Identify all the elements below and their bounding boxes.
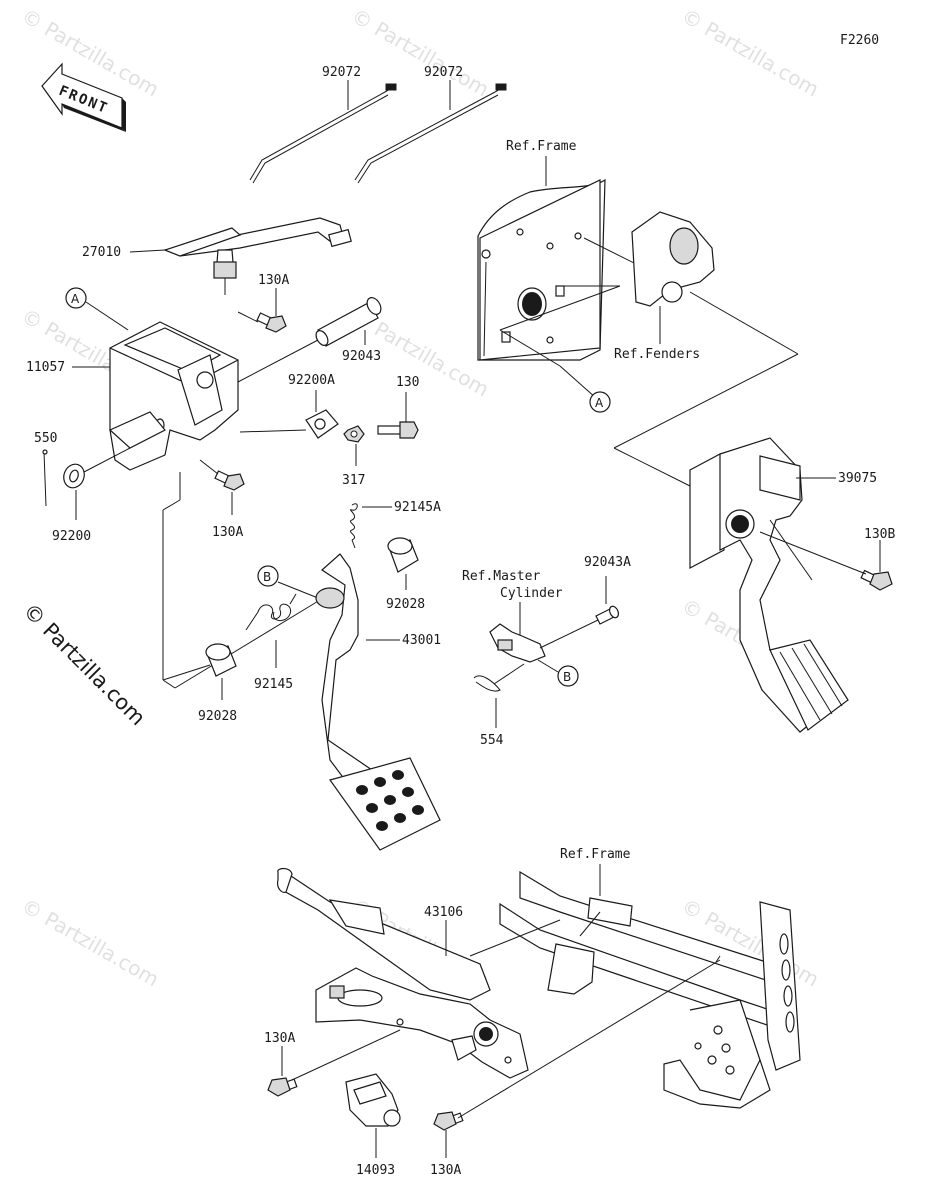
callout-a-letter: A (71, 292, 80, 306)
watermark: © Partzilla.com (18, 894, 164, 992)
part-label-550: 550 (34, 431, 57, 446)
part-label-92072: 92072 (424, 65, 463, 80)
part-label-92200: 92200 (52, 529, 91, 544)
callout-a-letter: A (595, 396, 604, 410)
diagram-code: F2260 (840, 33, 879, 48)
part-label-43001: 43001 (402, 633, 441, 648)
part-label-27010: 27010 (82, 245, 121, 260)
part-label-14093: 14093 (356, 1163, 395, 1178)
bolt-130 (377, 421, 419, 439)
watermark: © Partzilla.com (678, 4, 824, 102)
bolt-130A (267, 1077, 298, 1097)
watermark: © Partzilla.com (348, 4, 494, 102)
fender-bracket (631, 211, 715, 307)
part-label-130A: 130A (430, 1163, 461, 1178)
part-label-92145: 92145 (254, 677, 293, 692)
pin-92043A (595, 605, 620, 625)
part-label-130A: 130A (212, 525, 243, 540)
part-label-130A: 130A (258, 273, 289, 288)
part-label-130B: 130B (864, 527, 895, 542)
callout-b-letter: B (563, 670, 571, 684)
part-label-130: 130 (396, 375, 419, 390)
ref-fenders-label: Ref.Fenders (614, 347, 700, 362)
part-label-92072: 92072 (322, 65, 361, 80)
callout-b (257, 565, 279, 587)
cotter-pin-550 (42, 449, 48, 507)
bolt-130A (256, 312, 287, 333)
cable-tie-right (354, 83, 507, 184)
clevis-master-cylinder (489, 623, 546, 663)
part-label-92145A: 92145A (394, 500, 441, 515)
side-watermark: © Partzilla.com (18, 599, 150, 731)
bracket-11057 (108, 321, 239, 471)
brake-pedal-43001 (315, 553, 441, 851)
ref-cylinder-label: Cylinder (500, 586, 563, 601)
part-label-11057: 11057 (26, 360, 65, 375)
parking-brake-lever-43106 (277, 867, 529, 1079)
part-label-92043A: 92043A (584, 555, 631, 570)
part-label-92200A: 92200A (288, 373, 335, 388)
ref-master-label: Ref.Master (462, 569, 540, 584)
clip-92200A (305, 409, 339, 439)
bushing-92028 (205, 643, 237, 677)
part-label-43106: 43106 (424, 905, 463, 920)
part-label-554: 554 (480, 733, 504, 748)
cable-tie-left (249, 83, 397, 184)
front-arrow-icon: FRONT (41, 62, 126, 132)
bushing-92028 (387, 537, 419, 573)
part-label-317: 317 (342, 473, 365, 488)
nut-317 (343, 425, 365, 443)
callout-a (65, 287, 87, 309)
part-label-39075: 39075 (838, 471, 877, 486)
callout-b-letter: B (263, 570, 271, 584)
switch-14093 (345, 1073, 401, 1127)
bolt-130A (433, 1111, 464, 1131)
part-label-92028: 92028 (198, 709, 237, 724)
bolt-130B (860, 569, 893, 591)
switch-rod-27010 (162, 217, 352, 295)
frame-plate-top (477, 178, 606, 361)
part-label-92028: 92028 (386, 597, 425, 612)
spring-92145A (350, 503, 358, 549)
ref-frame-top-label: Ref.Frame (506, 139, 577, 154)
callout-a (589, 391, 611, 413)
pin-92043 (315, 297, 382, 347)
part-label-130A: 130A (264, 1031, 295, 1046)
leader-27010 (129, 249, 166, 253)
clip-554 (473, 675, 501, 692)
accelerator-pedal-39075 (689, 437, 849, 733)
spring-92145 (245, 593, 297, 631)
ref-frame-bottom-label: Ref.Frame (560, 847, 631, 862)
callout-b (557, 665, 579, 687)
frame-rail-bottom (499, 870, 801, 1109)
bolt-130A (214, 470, 245, 491)
washer-92200 (63, 463, 85, 489)
part-label-92043: 92043 (342, 349, 381, 364)
